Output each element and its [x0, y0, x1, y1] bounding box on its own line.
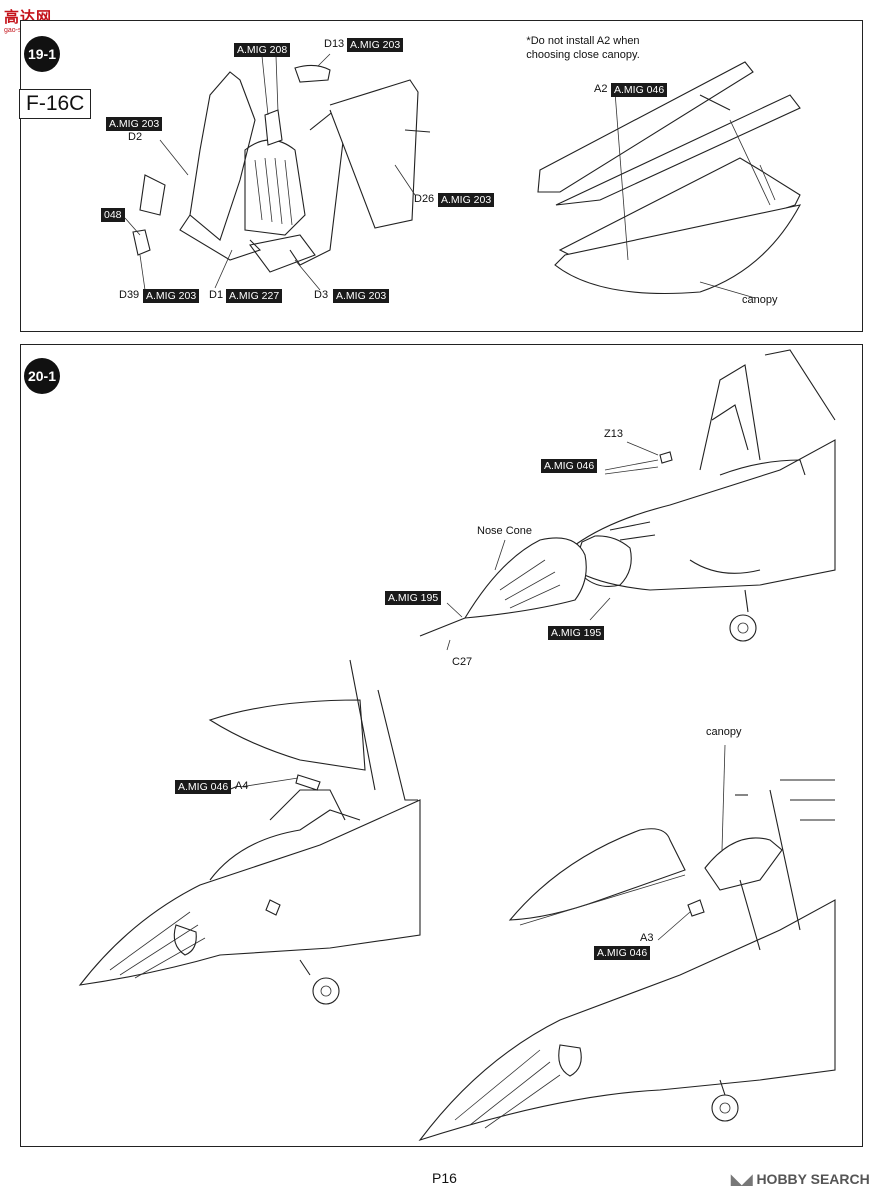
part-label-d13: D13 [324, 38, 345, 50]
nose-cone-label: Nose Cone [477, 525, 533, 537]
paint-callout-d26: A.MIG 203 [438, 193, 495, 207]
part-label-d26: D26 [414, 193, 435, 205]
canopy-label-19: canopy [742, 294, 778, 306]
brand-logo-icon: ◣◢ [731, 1171, 757, 1187]
paint-callout-d39: A.MIG 203 [143, 289, 200, 303]
part-label-d3: D3 [314, 289, 329, 301]
paint-callout-d13: A.MIG 203 [347, 38, 404, 52]
part-label-c27: C27 [452, 656, 473, 668]
step-19-badge: 19-1 [24, 36, 60, 72]
brand-name: HOBBY SEARCH [756, 1171, 870, 1187]
paint-callout-a2: A.MIG 046 [611, 83, 668, 97]
page-number: P16 [432, 1170, 457, 1186]
paint-callout-nose-right: A.MIG 195 [548, 626, 605, 640]
canopy-install-note: *Do not install A2 when choosing close c… [508, 34, 658, 62]
paint-callout-nose-left: A.MIG 195 [385, 591, 442, 605]
part-label-d2: D2 [128, 131, 143, 143]
part-label-a3: A3 [640, 932, 654, 944]
part-label-z13: Z13 [604, 428, 623, 440]
part-label-d39: D39 [119, 289, 140, 301]
paint-callout-d1: A.MIG 227 [226, 289, 283, 303]
paint-callout-a4: A.MIG 046 [175, 780, 232, 794]
note-line-2: choosing close canopy. [526, 49, 640, 61]
paint-callout-048: 048 [101, 208, 125, 222]
model-label: F-16C [19, 89, 92, 119]
paint-callout-d-mig208: A.MIG 208 [234, 43, 291, 57]
note-line-1: *Do not install A2 when [526, 35, 640, 47]
paint-callout-z13: A.MIG 046 [541, 459, 598, 473]
step-20-badge: 20-1 [24, 358, 60, 394]
canopy-label-20: canopy [706, 726, 742, 738]
brand-watermark: ◣◢ HOBBY SEARCH [731, 1171, 870, 1188]
part-label-a4: A4 [235, 780, 249, 792]
paint-callout-d2: A.MIG 203 [106, 117, 163, 131]
paint-callout-d3: A.MIG 203 [333, 289, 390, 303]
paint-callout-a3: A.MIG 046 [594, 946, 651, 960]
part-label-d1: D1 [209, 289, 224, 301]
part-label-a2: A2 [594, 83, 608, 95]
